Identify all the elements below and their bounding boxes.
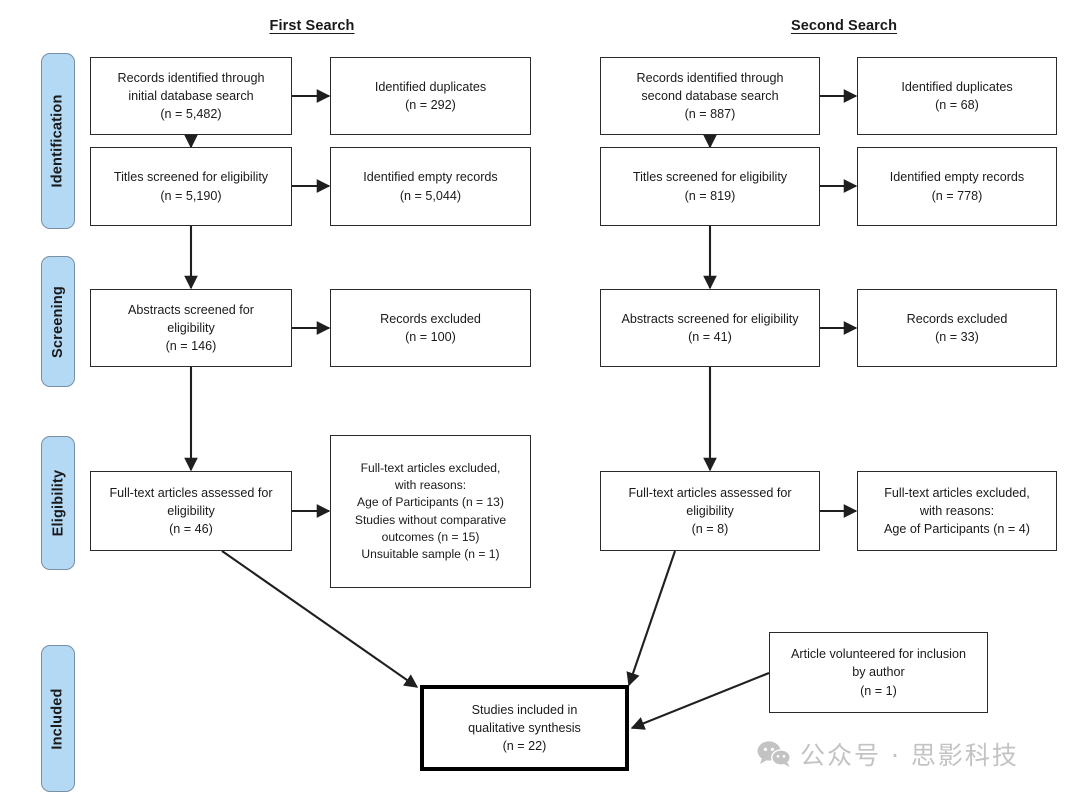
wechat-icon	[757, 740, 791, 768]
stage-pill-identification: Identification	[41, 53, 75, 229]
box-first-records-excluded: Records excluded (n = 100)	[330, 289, 531, 367]
box-first-fulltext-excluded: Full-text articles excluded, with reason…	[330, 435, 531, 588]
box-second-titles-screened: Titles screened for eligibility (n = 819…	[600, 147, 820, 226]
box-second-identified-empty-records: Identified empty records (n = 778)	[857, 147, 1057, 226]
box-second-records-excluded: Records excluded (n = 33)	[857, 289, 1057, 367]
stage-pill-eligibility: Eligibility	[41, 436, 75, 570]
box-article-volunteered: Article volunteered for inclusion by aut…	[769, 632, 988, 713]
column-title-second-search: Second Search	[790, 18, 898, 34]
arrow-second-fulltext-to-included	[626, 550, 676, 687]
stage-label-identification: Identification	[50, 94, 66, 188]
box-first-abstracts-screened: Abstracts screened for eligibility (n = …	[90, 289, 292, 367]
box-first-records-identified: Records identified through initial datab…	[90, 57, 292, 135]
box-second-abstracts-screened: Abstracts screened for eligibility (n = …	[600, 289, 820, 367]
box-second-fulltext-assessed: Full-text articles assessed for eligibil…	[600, 471, 820, 551]
box-second-identified-duplicates: Identified duplicates (n = 68)	[857, 57, 1057, 135]
box-first-titles-screened: Titles screened for eligibility (n = 5,1…	[90, 147, 292, 226]
column-title-first-search: First Search	[269, 18, 355, 34]
box-first-fulltext-assessed: Full-text articles assessed for eligibil…	[90, 471, 292, 551]
stage-pill-screening: Screening	[41, 256, 75, 387]
box-first-identified-duplicates: Identified duplicates (n = 292)	[330, 57, 531, 135]
stage-label-eligibility: Eligibility	[50, 469, 66, 537]
box-studies-included: Studies included in qualitative synthesi…	[420, 685, 629, 771]
stage-label-included: Included	[50, 687, 66, 750]
box-second-records-identified: Records identified through second databa…	[600, 57, 820, 135]
arrow-volunteered-to-included	[630, 672, 770, 730]
stage-pill-included: Included	[41, 645, 75, 792]
watermark: 公众号 · 思影科技	[757, 736, 1019, 772]
stage-label-screening: Screening	[50, 285, 67, 358]
box-first-identified-empty-records: Identified empty records (n = 5,044)	[330, 147, 531, 226]
box-second-fulltext-excluded: Full-text articles excluded, with reason…	[857, 471, 1057, 551]
watermark-text: 公众号 · 思影科技	[800, 741, 1019, 770]
